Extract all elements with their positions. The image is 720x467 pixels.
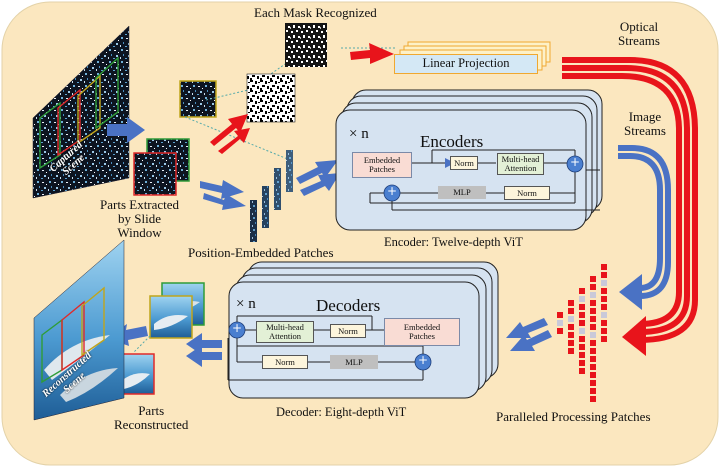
encoder-norm-1: Norm (450, 156, 478, 170)
parts-extracted-label: Parts Extracted by Slide Window (100, 197, 180, 241)
decoder-plus-1: + (232, 321, 243, 335)
position-patches (250, 150, 293, 242)
paralleled-patches (557, 264, 607, 402)
encoder-times-n: × n (349, 126, 369, 142)
encoder-plus-1: + (570, 155, 581, 169)
encoder-mlp: MLP (438, 186, 486, 199)
optical-streams-label: Optical Streams (618, 19, 660, 49)
decoder-norm-2: Norm (262, 355, 308, 369)
encoder-norm-2: Norm (504, 186, 550, 200)
encoder-caption: Encoder: Twelve-depth ViT (384, 235, 523, 249)
encoder-embedded-patches: Embedded Patches (352, 152, 412, 178)
linear-projection-box: Linear Projection (394, 54, 538, 74)
encoder-multihead-attention: Multi-head Attention (497, 153, 544, 175)
decoder-multihead-attention: Multi-head Attention (256, 321, 314, 343)
decoder-mlp: MLP (330, 355, 378, 369)
decoder-embedded-patches: Embedded Patches (384, 318, 460, 346)
decoder-norm-1: Norm (330, 324, 366, 338)
decoder-title: Decoders (316, 296, 381, 315)
paralleled-label: Paralleled Processing Patches (496, 409, 651, 424)
parts-reconstructed-label: Parts Reconstructed (114, 403, 189, 433)
each-mask-label: Each Mask Recognized (254, 5, 377, 20)
encoder-title: Encoders (420, 132, 484, 151)
decoder-plus-2: + (418, 353, 429, 367)
position-embedded-label: Position-Embedded Patches (188, 245, 334, 260)
decoder-caption: Decoder: Eight-depth ViT (276, 405, 407, 419)
decoder-times-n: × n (236, 296, 256, 312)
encoder-plus-2: + (387, 184, 398, 198)
image-streams-label: Image Streams (624, 109, 666, 139)
